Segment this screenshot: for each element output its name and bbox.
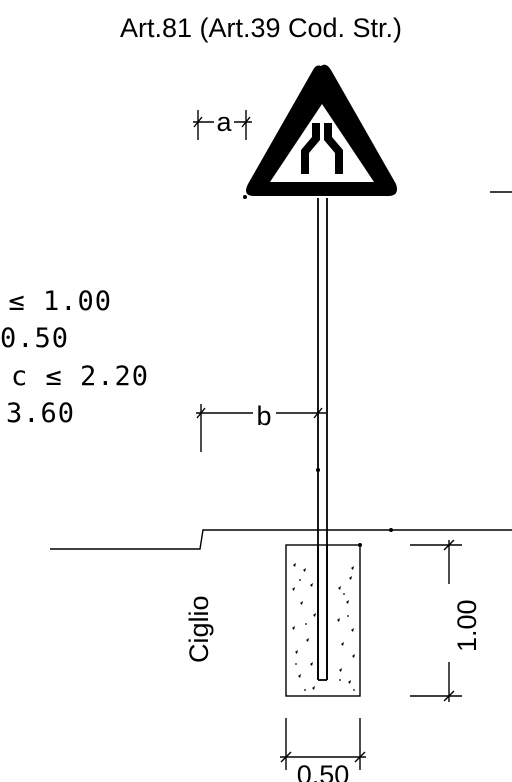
curb-label: Ciglio (184, 595, 214, 663)
concrete-foundation (285, 543, 362, 697)
dimension-a-label: a (216, 107, 232, 137)
note-line-4: 3.60 (6, 398, 75, 429)
dimension-foundation-width: 0.50 (280, 718, 366, 782)
ground-line (50, 528, 512, 550)
note-line-1: a ≤ 1.00 (0, 286, 112, 317)
concrete-hatch (292, 563, 355, 691)
dimension-a: a (193, 107, 252, 140)
note-line-3: c ≤ 2.20 (11, 361, 149, 392)
dimension-b-label: b (256, 401, 271, 431)
foundation-height-label: 1.00 (452, 599, 482, 652)
dimension-foundation-height: 1.00 (410, 539, 482, 702)
drawing-title: Art.81 (Art.39 Cod. Str.) (120, 13, 402, 43)
dimension-notes: a ≤ 1.00 0.50 c ≤ 2.20 3.60 (0, 286, 149, 429)
foundation-width-label: 0.50 (297, 760, 350, 782)
dimension-b: b (196, 401, 326, 452)
note-line-2: 0.50 (0, 323, 69, 354)
road-narrows-both-sides-icon (246, 64, 397, 197)
sign-corner-dot (243, 195, 247, 199)
